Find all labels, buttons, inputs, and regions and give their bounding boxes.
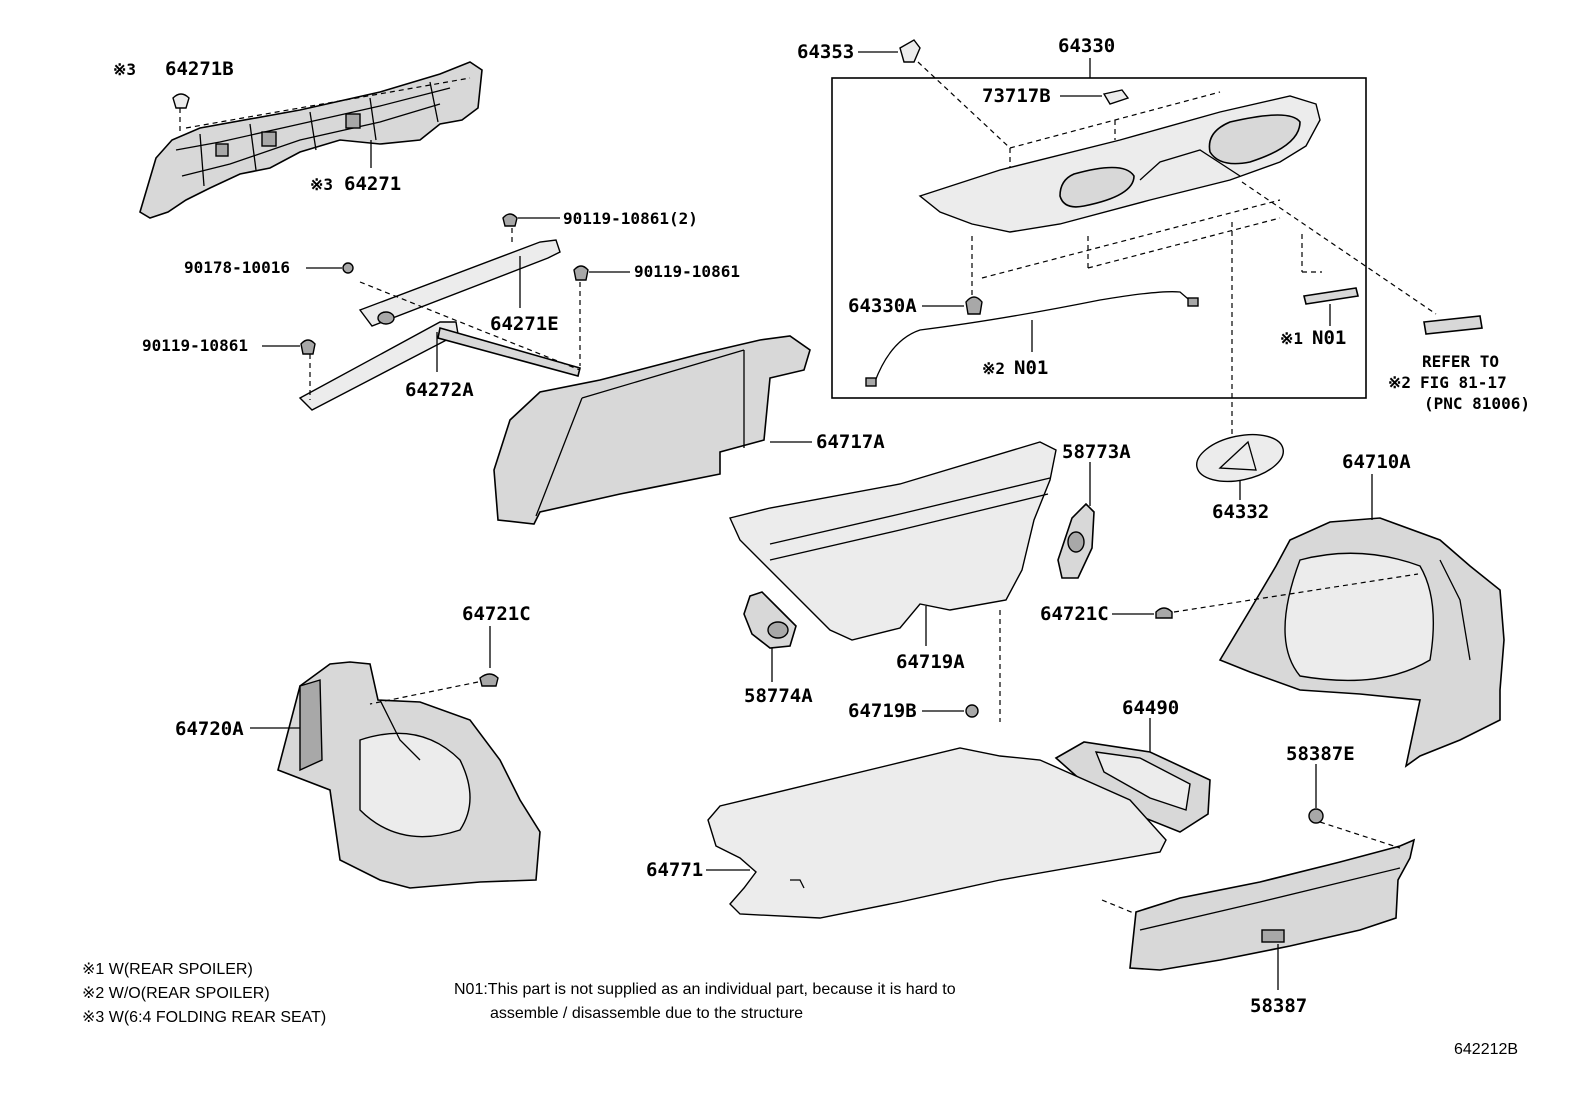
label-64272A: 64272A [405, 379, 474, 401]
part-64771-trunk-mat [707, 747, 1167, 919]
part-64720A-left-trim [277, 661, 541, 889]
note-line-2: assemble / disassemble due to the struct… [490, 1005, 803, 1022]
bolt-90119-10861-a [573, 265, 589, 281]
part-64271E-bracket [358, 239, 561, 327]
part-64271-trim [139, 61, 483, 219]
legend-1: ※1 W(REAR SPOILER) [82, 961, 253, 978]
part-64332-warning-plate [1196, 433, 1284, 483]
part-n01-cable [865, 291, 1199, 387]
label-58387: 58387 [1250, 995, 1307, 1017]
refer-line-3: (PNC 81006) [1424, 394, 1530, 413]
clip-58387E [1308, 808, 1324, 824]
label-64330A: 64330A [848, 295, 917, 317]
label-64271: 64271 [344, 173, 401, 195]
mark-1: ※1 [1280, 329, 1303, 348]
part-64719A-deck-board [729, 441, 1057, 641]
part-n01-spoiler-lamp [1303, 287, 1359, 305]
label-64719A: 64719A [896, 651, 965, 673]
part-64717A-front-trim [493, 335, 811, 525]
part-64272A-strut [298, 311, 581, 411]
label-90119-10861-a: 90119-10861 [634, 262, 740, 281]
label-73717B: 73717B [982, 85, 1051, 107]
bolt-90119-10861-b [300, 339, 316, 355]
nut-90178-10016 [342, 262, 354, 274]
label-64271E: 64271E [490, 313, 559, 335]
label-64719B: 64719B [848, 700, 917, 722]
screw-64721C-left [479, 673, 499, 687]
note-line-1: N01:This part is not supplied as an indi… [454, 981, 956, 998]
guide-line [185, 77, 471, 129]
label-64353: 64353 [797, 41, 854, 63]
label-58387E: 58387E [1286, 743, 1355, 765]
part-58387-sill-plate [1129, 838, 1416, 971]
label-64721C-right: 64721C [1040, 603, 1109, 625]
label-64720A: 64720A [175, 718, 244, 740]
label-58773A: 58773A [1062, 441, 1131, 463]
label-n01-1: N01 [1312, 327, 1346, 349]
label-90178-10016: 90178-10016 [184, 258, 290, 277]
refer-line-1: REFER TO [1422, 352, 1499, 371]
label-n01-2: N01 [1014, 357, 1048, 379]
legend-3: ※3 W(6:4 FOLDING REAR SEAT) [82, 1009, 326, 1026]
label-58774A: 58774A [744, 685, 813, 707]
refer-line-2: FIG 81-17 [1420, 373, 1507, 392]
clip-64271B [172, 93, 190, 109]
part-64353-clip [899, 39, 921, 63]
label-64717A: 64717A [816, 431, 885, 453]
part-81006-lamp-ref [1423, 315, 1483, 335]
part-64330-tray [918, 95, 1321, 233]
bolt-90119-10861-2 [502, 213, 518, 227]
label-64332: 64332 [1212, 501, 1269, 523]
label-64721C-left: 64721C [462, 603, 531, 625]
legend-2: ※2 W/O(REAR SPOILER) [82, 985, 270, 1002]
part-73717B-clip [1102, 89, 1130, 105]
screw-64721C-right [1155, 607, 1173, 619]
label-64771: 64771 [646, 859, 703, 881]
part-58774A-bracket [743, 591, 797, 649]
label-64271B: 64271B [165, 58, 234, 80]
label-64330: 64330 [1058, 35, 1115, 57]
part-64710A-right-trim [1218, 517, 1505, 768]
label-90119-10861-b: 90119-10861 [142, 336, 248, 355]
mark-2: ※2 [1388, 373, 1411, 392]
label-64490: 64490 [1122, 697, 1179, 719]
part-58773A-bracket [1057, 502, 1095, 579]
clip-64719B [965, 704, 979, 718]
mark-3: ※3 [310, 175, 333, 194]
diagram-code: 642212B [1454, 1041, 1518, 1058]
label-90119-10861-2: 90119-10861(2) [563, 209, 698, 228]
mark-3: ※3 [113, 60, 136, 79]
part-64330A-fastener [965, 296, 983, 315]
mark-2: ※2 [982, 359, 1005, 378]
label-64710A: 64710A [1342, 451, 1411, 473]
kit-box-64330 [831, 77, 1367, 399]
